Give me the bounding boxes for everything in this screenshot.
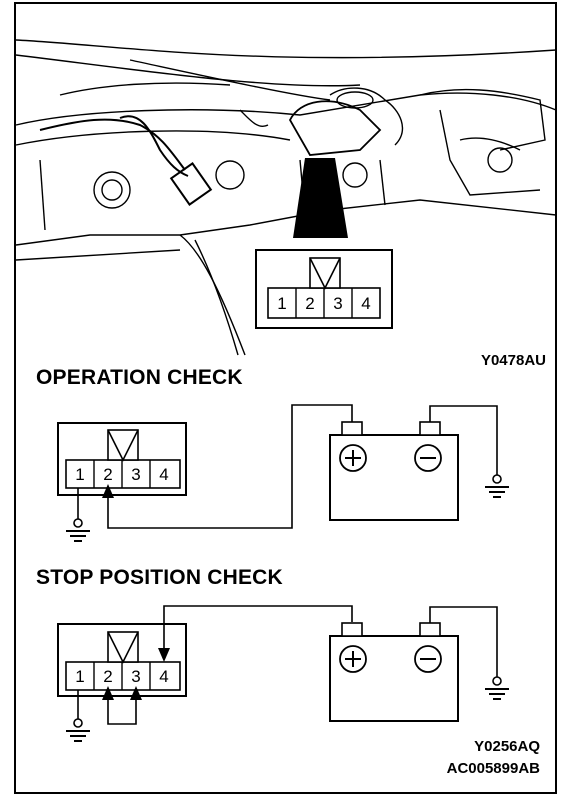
stop-pin-4: 4 (159, 667, 168, 686)
figure-code-top: Y0478AU (480, 352, 546, 369)
figure-code-bottom-1: Y0256AQ (474, 738, 540, 755)
callout-pin-4: 4 (361, 294, 370, 313)
stop-pin-2: 2 (103, 667, 112, 686)
figure-code-bottom-2: AC005899AB (446, 760, 540, 777)
operation-check-heading: OPERATION CHECK (36, 366, 243, 389)
pointer-arrow (293, 158, 348, 238)
connector-callout: 1 2 3 4 (255, 249, 393, 329)
stop-pin-3: 3 (131, 667, 140, 686)
op-pin-4: 4 (159, 465, 168, 484)
stop-position-check-diagram: 1 2 3 4 (57, 605, 509, 742)
callout-pin-1: 1 (277, 294, 286, 313)
op-pin-1: 1 (75, 465, 84, 484)
callout-pin-3: 3 (333, 294, 342, 313)
operation-check-diagram: 1 2 3 4 (57, 404, 509, 542)
stop-pin-1: 1 (75, 667, 84, 686)
op-pin-3: 3 (131, 465, 140, 484)
op-pin-2: 2 (103, 465, 112, 484)
callout-pin-2: 2 (305, 294, 314, 313)
diagram-frame (14, 2, 557, 794)
vehicle-illustration (15, 39, 557, 356)
stop-position-check-heading: STOP POSITION CHECK (36, 566, 283, 589)
